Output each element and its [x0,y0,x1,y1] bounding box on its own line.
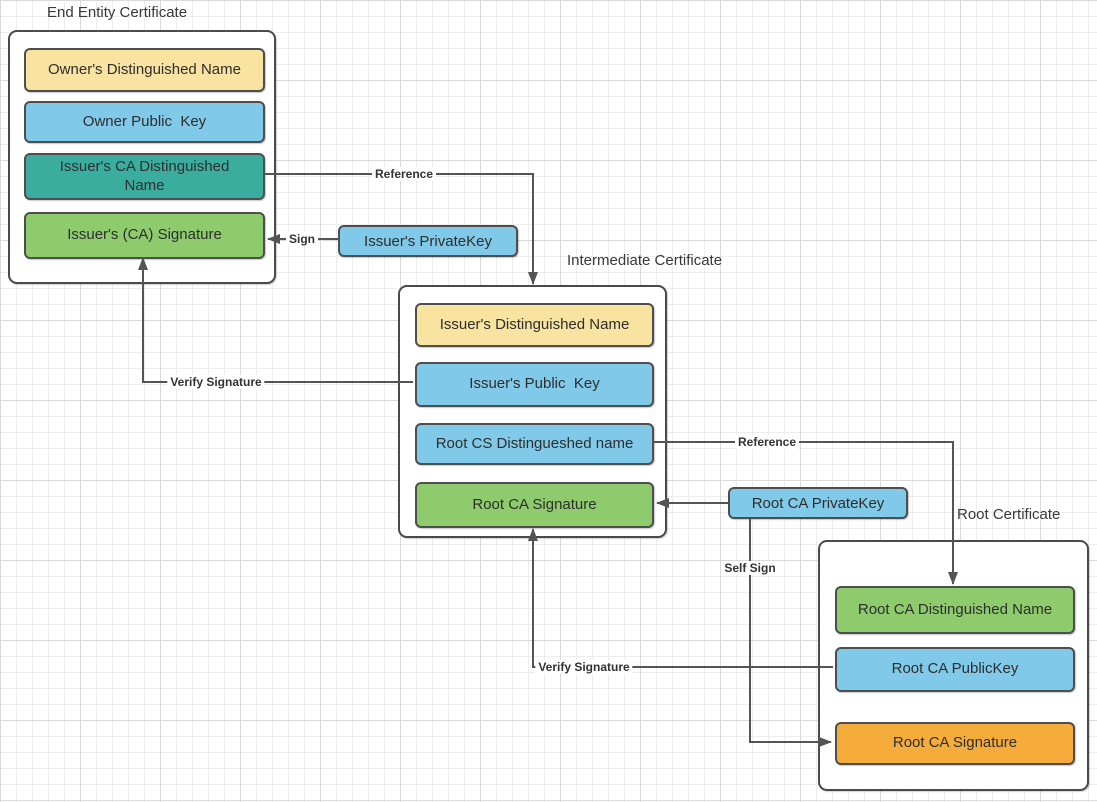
end-entity-certificate-title: End Entity Certificate [47,4,188,21]
owner-public-key-field: Owner Public Key [24,101,265,143]
root-cs-distinguished-name-field: Root CS Distingueshed name [415,423,654,465]
verify-signature-arrow-root-to-intermediate [528,528,833,668]
reference-label-intermediate-to-root: Reference [734,435,800,449]
issuer-ca-signature-field: Issuer's (CA) Signature [24,212,265,259]
owner-distinguished-name-field: Owner's Distinguished Name [24,48,265,92]
root-ca-private-key-box: Root CA PrivateKey [728,487,908,519]
verify-signature-label-root-to-intermediate: Verify Signature [535,660,633,674]
intermediate-certificate-container: Issuer's Distinguished Name Issuer's Pub… [398,285,667,538]
root-ca-distinguished-name-field: Root CA Distinguished Name [835,586,1075,634]
self-sign-label: Self Sign [721,561,779,575]
root-ca-signature-root-field: Root CA Signature [835,722,1075,765]
root-certificate-container: Root CA Distinguished Name Root CA Publi… [818,540,1089,791]
issuer-public-key-field: Issuer's Public Key [415,362,654,407]
verify-signature-label-intermediate-to-end: Verify Signature [167,375,265,389]
root-certificate-title: Root Certificate [957,506,1061,523]
root-ca-signature-intermediate-field: Root CA Signature [415,482,654,528]
issuer-private-key-box: Issuer's PrivateKey [338,225,518,257]
reference-label-end-to-intermediate: Reference [371,167,437,181]
end-entity-certificate-container: Owner's Distinguished Name Owner Public … [8,30,276,284]
sign-label: Sign [286,232,318,246]
intermediate-certificate-title: Intermediate Certificate [567,252,723,269]
issuer-ca-distinguished-name-field: Issuer's CA Distinguished Name [24,153,265,200]
issuer-distinguished-name-field: Issuer's Distinguished Name [415,303,654,347]
root-ca-public-key-field: Root CA PublicKey [835,647,1075,692]
